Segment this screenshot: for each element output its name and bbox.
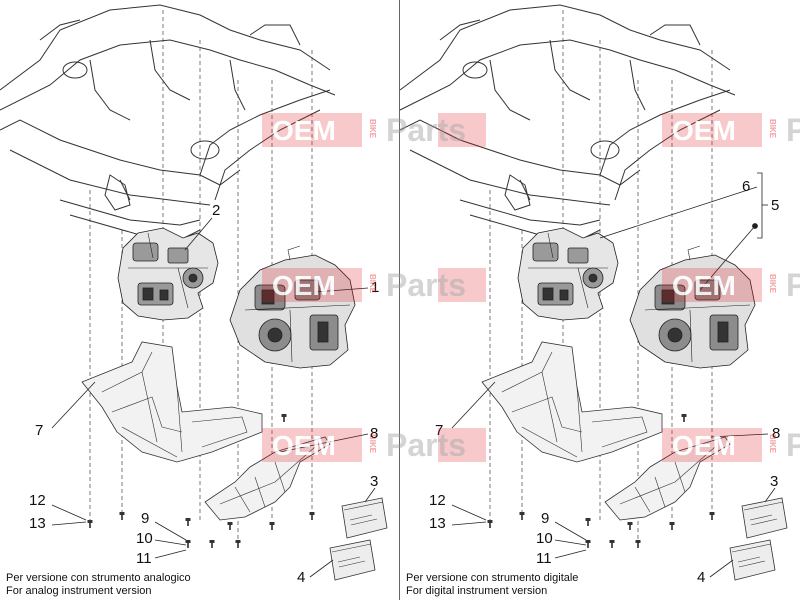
svg-text:Parts: Parts bbox=[386, 112, 466, 148]
watermark-logo: OEM BIKE Parts bbox=[662, 427, 800, 463]
svg-text:OEM: OEM bbox=[672, 430, 736, 461]
callout-label: 9 bbox=[141, 510, 149, 527]
callout-label: 8 bbox=[370, 425, 378, 442]
callout-label: 4 bbox=[297, 569, 305, 586]
svg-text:BIKE: BIKE bbox=[368, 119, 377, 139]
svg-text:BIKE: BIKE bbox=[768, 274, 777, 294]
callout-label: 10 bbox=[536, 530, 553, 547]
svg-text:Parts: Parts bbox=[786, 427, 800, 463]
svg-text:BIKE: BIKE bbox=[368, 274, 377, 294]
caption-italian: Per versione con strumento digitale bbox=[406, 572, 578, 584]
callout-label: 13 bbox=[29, 515, 46, 532]
svg-text:OEM: OEM bbox=[272, 115, 336, 146]
svg-text:OEM: OEM bbox=[672, 270, 736, 301]
watermark-layer: OEM BIKE Parts OEM BIKE Parts OEM BIKE P… bbox=[262, 112, 800, 463]
callout-label: 12 bbox=[429, 492, 446, 509]
callouts-left: 2 1 7 8 3 12 13 9 10 11 4 bbox=[29, 202, 379, 586]
callout-label: 2 bbox=[212, 202, 220, 219]
callout-label: 5 bbox=[771, 197, 779, 214]
callout-label: 3 bbox=[770, 473, 778, 490]
svg-text:Parts: Parts bbox=[386, 427, 466, 463]
callout-label: 11 bbox=[136, 550, 152, 567]
watermark-logo: OEM BIKE Parts bbox=[662, 267, 800, 303]
svg-text:OEM: OEM bbox=[272, 430, 336, 461]
svg-text:OEM: OEM bbox=[672, 115, 736, 146]
svg-text:OEM: OEM bbox=[272, 270, 336, 301]
panel-left: 2 1 7 8 3 12 13 9 10 11 4 Per versione c… bbox=[0, 5, 387, 597]
svg-text:BIKE: BIKE bbox=[768, 434, 777, 454]
callout-label: 7 bbox=[35, 422, 43, 439]
callout-label: 6 bbox=[742, 178, 750, 195]
svg-text:Parts: Parts bbox=[786, 267, 800, 303]
watermark-logo: OEM BIKE Parts bbox=[262, 427, 486, 463]
svg-text:Parts: Parts bbox=[786, 112, 800, 148]
callout-label: 13 bbox=[429, 515, 446, 532]
svg-text:BIKE: BIKE bbox=[768, 119, 777, 139]
callout-label: 4 bbox=[697, 569, 705, 586]
watermark-logo: OEM BIKE Parts bbox=[262, 267, 486, 303]
callout-label: 3 bbox=[370, 473, 378, 490]
caption-english: For analog instrument version bbox=[6, 585, 152, 597]
watermark-logo: OEM BIKE Parts bbox=[662, 112, 800, 148]
callout-label: 11 bbox=[536, 550, 552, 567]
leader-lines-right bbox=[451, 172, 776, 578]
caption-english: For digital instrument version bbox=[406, 585, 547, 597]
svg-text:BIKE: BIKE bbox=[368, 434, 377, 454]
watermark-logo: OEM BIKE Parts bbox=[262, 112, 486, 148]
callout-label: 10 bbox=[136, 530, 153, 547]
callout-label: 8 bbox=[772, 425, 780, 442]
caption-italian: Per versione con strumento analogico bbox=[6, 572, 191, 584]
svg-text:Parts: Parts bbox=[386, 267, 466, 303]
callout-label: 12 bbox=[29, 492, 46, 509]
callout-label: 1 bbox=[371, 279, 379, 296]
callout-label: 9 bbox=[541, 510, 549, 527]
